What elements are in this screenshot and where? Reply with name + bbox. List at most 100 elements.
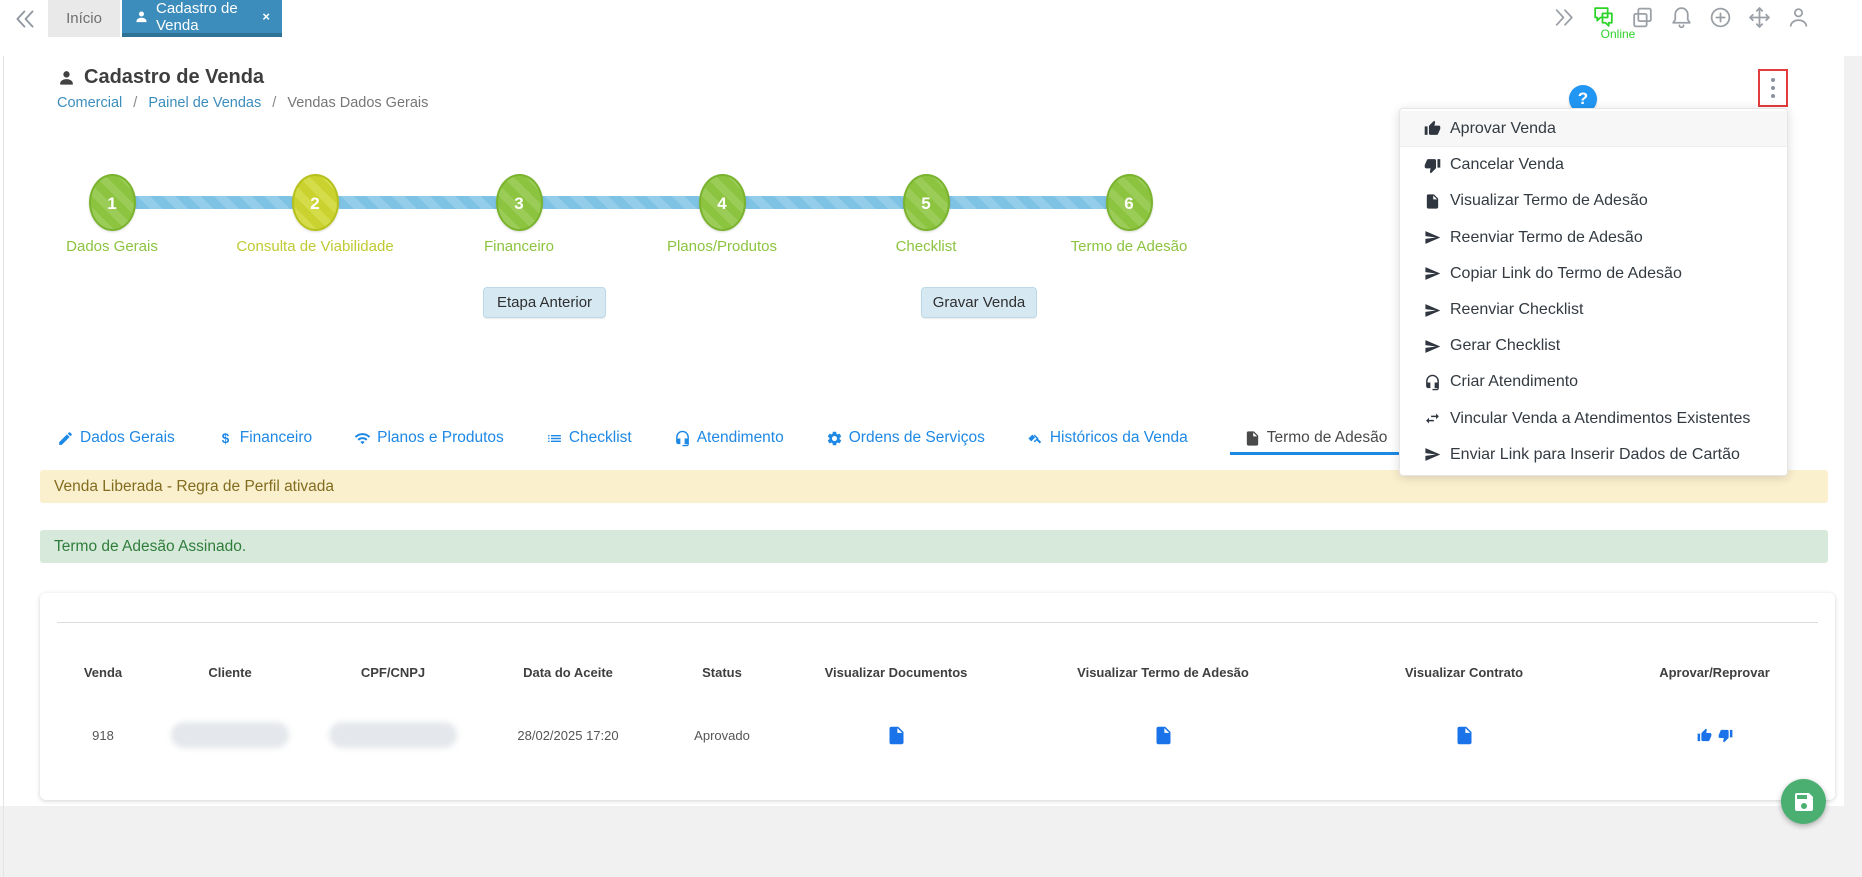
thumbs-up-icon[interactable] [1697, 728, 1712, 743]
window-tab-label: Cadastro de Venda [156, 0, 238, 34]
menu-item-enviar-link-para-inserir-dados-de-cartao[interactable]: Enviar Link para Inserir Dados de Cartão [1400, 437, 1787, 473]
thumbs-down-icon [1424, 157, 1441, 174]
topbar-icons [1552, 5, 1811, 30]
tab-atendimento[interactable]: Atendimento [674, 429, 784, 455]
step-circle: 6 [1105, 174, 1153, 231]
send-icon [1424, 229, 1441, 246]
wifi-icon [354, 430, 371, 447]
tab-checklist[interactable]: Checklist [546, 429, 632, 455]
redacted-value [329, 722, 457, 748]
gears-icon [826, 430, 843, 447]
handshake-icon [1027, 430, 1044, 447]
background-strip-bottom [0, 806, 1862, 877]
tab-historicos-da-venda[interactable]: Históricos da Venda [1027, 429, 1188, 455]
step-label: Dados Gerais [66, 238, 158, 255]
cell-visualizar-termo-de-adesao [992, 715, 1334, 755]
warning-alert: Venda Liberada - Regra de Perfil ativada [40, 470, 1828, 503]
window-tab-cadastro-de-venda[interactable]: Cadastro de Venda × [122, 0, 282, 37]
fast-forward-icon[interactable] [1552, 5, 1577, 30]
tab-dados-gerais[interactable]: Dados Gerais [57, 429, 175, 455]
menu-item-cancelar-venda[interactable]: Cancelar Venda [1400, 147, 1787, 183]
step-label: Planos/Produtos [666, 238, 778, 255]
step-circle: 3 [495, 174, 543, 231]
close-icon[interactable]: × [262, 9, 270, 24]
menu-item-reenviar-termo-de-adesao[interactable]: Reenviar Termo de Adesão [1400, 220, 1787, 256]
cell-data-do-aceite: 28/02/2025 17:20 [517, 727, 619, 743]
tab-termo-de-adesao[interactable]: Termo de Adesão [1229, 429, 1402, 455]
page-title: Cadastro de Venda [57, 66, 264, 89]
save-button[interactable] [1781, 779, 1826, 824]
column-header: Aprovar/Reprovar [1659, 665, 1770, 680]
menu-item-visualizar-termo-de-adesao[interactable]: Visualizar Termo de Adesão [1400, 183, 1787, 219]
breadcrumb-separator: / [272, 95, 277, 111]
breadcrumb-current: Vendas Dados Gerais [287, 95, 429, 111]
background-strip-right [1844, 56, 1862, 877]
bell-icon[interactable] [1669, 5, 1694, 30]
menu-item-copiar-link-do-termo-de-adesao[interactable]: Copiar Link do Termo de Adesão [1400, 256, 1787, 292]
save-icon [1792, 790, 1816, 814]
step-circle: 1 [88, 174, 136, 231]
step-circle: 4 [698, 174, 746, 231]
online-status-label: Online [1600, 27, 1636, 41]
window-tab-inicio[interactable]: Início [48, 0, 120, 37]
sidebar-edge-divider [3, 56, 4, 877]
wizard-step-4[interactable]: 4 Planos/Produtos [612, 174, 832, 255]
redacted-value [171, 722, 289, 748]
breadcrumb-link-painel-de-vendas[interactable]: Painel de Vendas [148, 95, 262, 111]
menu-item-aprovar-venda[interactable]: Aprovar Venda [1400, 111, 1787, 148]
card-divider [57, 622, 1818, 623]
exchange-icon [1424, 410, 1441, 427]
topbar: Início Cadastro de Venda × Online [0, 0, 1862, 41]
table-row: 918 28/02/2025 17:20 Aprovado [40, 715, 1835, 755]
user-icon[interactable] [1786, 5, 1811, 30]
menu-item-vincular-venda-a-atendimentos-existentes[interactable]: Vincular Venda a Atendimentos Existentes [1400, 401, 1787, 437]
send-icon [1424, 302, 1441, 319]
save-sale-button[interactable]: Gravar Venda [921, 287, 1037, 318]
column-header: Visualizar Contrato [1404, 665, 1524, 680]
move-icon[interactable] [1747, 5, 1772, 30]
file-icon[interactable] [1454, 723, 1475, 748]
cell-cpf-cnpj-redacted [294, 715, 492, 755]
step-label: Financeiro [483, 238, 555, 255]
tab-planos-e-produtos[interactable]: Planos e Produtos [354, 429, 504, 455]
list-icon [546, 430, 563, 447]
file-icon[interactable] [886, 723, 907, 748]
window-tab-label: Início [66, 10, 102, 27]
file-icon [1244, 430, 1261, 447]
menu-item-criar-atendimento[interactable]: Criar Atendimento [1400, 364, 1787, 400]
column-header: Data do Aceite [523, 665, 613, 680]
headset-icon [674, 430, 691, 447]
plus-circle-icon[interactable] [1708, 5, 1733, 30]
cell-aprovar-reprovar [1594, 715, 1835, 755]
thumbs-down-icon[interactable] [1718, 728, 1733, 743]
user-icon [57, 68, 76, 87]
kebab-menu-button[interactable] [1758, 69, 1788, 107]
cell-status: Aprovado [694, 727, 750, 743]
step-label: Consulta de Viabilidade [236, 238, 394, 255]
step-circle: 2 [291, 174, 339, 231]
tab-financeiro[interactable]: Financeiro [217, 429, 312, 455]
file-icon[interactable] [1153, 723, 1174, 748]
wizard-step-3[interactable]: 3 Financeiro [409, 174, 629, 255]
breadcrumb-separator: / [133, 95, 138, 111]
step-label: Checklist [895, 238, 957, 255]
tab-ordens-de-servicos[interactable]: Ordens de Serviços [826, 429, 985, 455]
previous-step-button[interactable]: Etapa Anterior [483, 287, 606, 318]
wizard-step-2[interactable]: 2 Consulta de Viabilidade [205, 174, 425, 255]
rewind-icon[interactable] [12, 6, 38, 32]
menu-item-gerar-checklist[interactable]: Gerar Checklist [1400, 328, 1787, 364]
wizard-step-5[interactable]: 5 Checklist [816, 174, 1036, 255]
wizard-step-6[interactable]: 6 Termo de Adesão [1019, 174, 1239, 255]
wizard-step-1[interactable]: 1 Dados Gerais [2, 174, 222, 255]
column-header: CPF/CNPJ [360, 665, 426, 680]
cell-visualizar-documentos [800, 715, 992, 755]
send-icon [1424, 265, 1441, 282]
step-label: Termo de Adesão [1070, 238, 1188, 255]
cell-venda: 918 [92, 727, 114, 743]
column-header: Venda [83, 665, 123, 680]
menu-item-reenviar-checklist[interactable]: Reenviar Checklist [1400, 292, 1787, 328]
breadcrumb-link-comercial[interactable]: Comercial [57, 95, 123, 111]
success-alert: Termo de Adesão Assinado. [40, 530, 1828, 563]
cell-visualizar-contrato [1334, 715, 1594, 755]
